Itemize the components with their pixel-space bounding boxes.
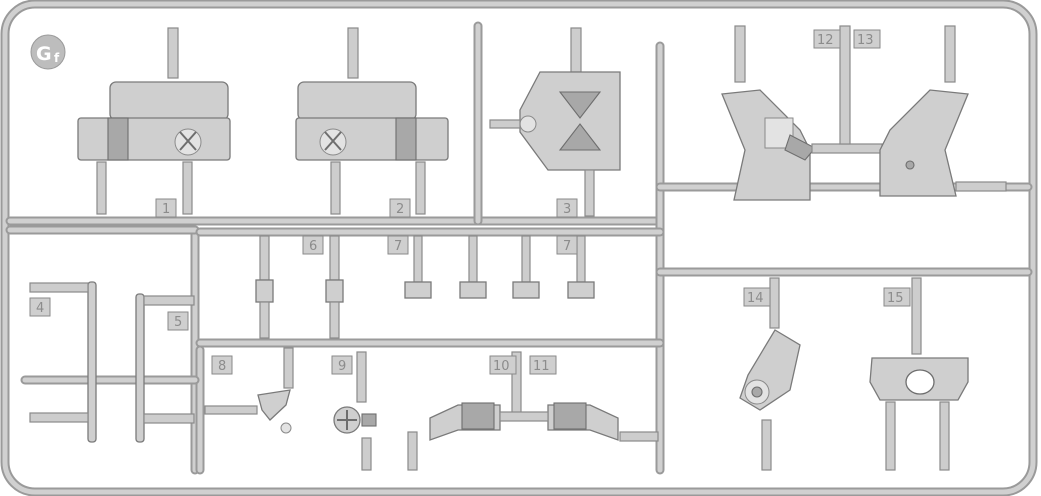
- svg-text:12: 12: [817, 33, 834, 48]
- svg-text:8: 8: [218, 359, 226, 374]
- part-11-bracket: [499, 402, 659, 442]
- part-7-label-a: 7: [387, 235, 409, 255]
- part-12-label: 12: [813, 29, 841, 49]
- part-4-label: 4: [29, 297, 51, 317]
- part-13-label: 13: [853, 29, 881, 49]
- svg-text:6: 6: [309, 239, 317, 254]
- part-14-gearbox: [739, 277, 801, 471]
- part-10-bracket: [407, 351, 522, 471]
- sprue-code: G: [36, 43, 52, 65]
- svg-text:3: 3: [563, 202, 571, 217]
- svg-text:14: 14: [747, 291, 764, 306]
- sprue-code-tag: G f: [30, 34, 66, 70]
- part-2-cylinder: [295, 27, 449, 215]
- svg-text:10: 10: [493, 359, 510, 374]
- svg-text:1: 1: [162, 202, 170, 217]
- part-3-label: 3: [556, 198, 578, 218]
- part-11-label: 11: [529, 355, 557, 375]
- sprue-code-sub: f: [54, 51, 60, 65]
- svg-text:7: 7: [563, 239, 571, 254]
- part-6-clamps: [255, 235, 344, 339]
- part-4-rod: [29, 281, 97, 443]
- svg-text:9: 9: [338, 359, 346, 374]
- part-15-housing: [869, 277, 969, 471]
- part-14-label: 14: [743, 287, 771, 307]
- svg-text:11: 11: [533, 359, 550, 374]
- part-9-label: 9: [331, 355, 353, 375]
- part-12-bracket: [721, 25, 883, 201]
- part-7-label-b: 7: [556, 235, 578, 255]
- svg-text:4: 4: [36, 301, 44, 316]
- part-7-blocks: [404, 235, 595, 299]
- part-13-bracket: [879, 25, 1007, 197]
- part-1-cylinder: [77, 27, 231, 215]
- svg-text:7: 7: [394, 239, 402, 254]
- part-1-label: 1: [155, 198, 177, 218]
- part-5-label: 5: [167, 311, 189, 331]
- part-5-rod: [135, 293, 195, 443]
- part-3-plate: [489, 27, 621, 217]
- part-8-linkage: [204, 347, 294, 434]
- svg-text:13: 13: [857, 33, 874, 48]
- part-9-wheel: [333, 351, 377, 471]
- part-2-label: 2: [389, 198, 411, 218]
- part-6-label: 6: [302, 235, 324, 255]
- part-15-label: 15: [883, 287, 911, 307]
- svg-text:5: 5: [174, 315, 182, 330]
- svg-text:15: 15: [887, 291, 904, 306]
- part-10-label: 10: [489, 355, 517, 375]
- svg-text:2: 2: [396, 202, 404, 217]
- part-8-label: 8: [211, 355, 233, 375]
